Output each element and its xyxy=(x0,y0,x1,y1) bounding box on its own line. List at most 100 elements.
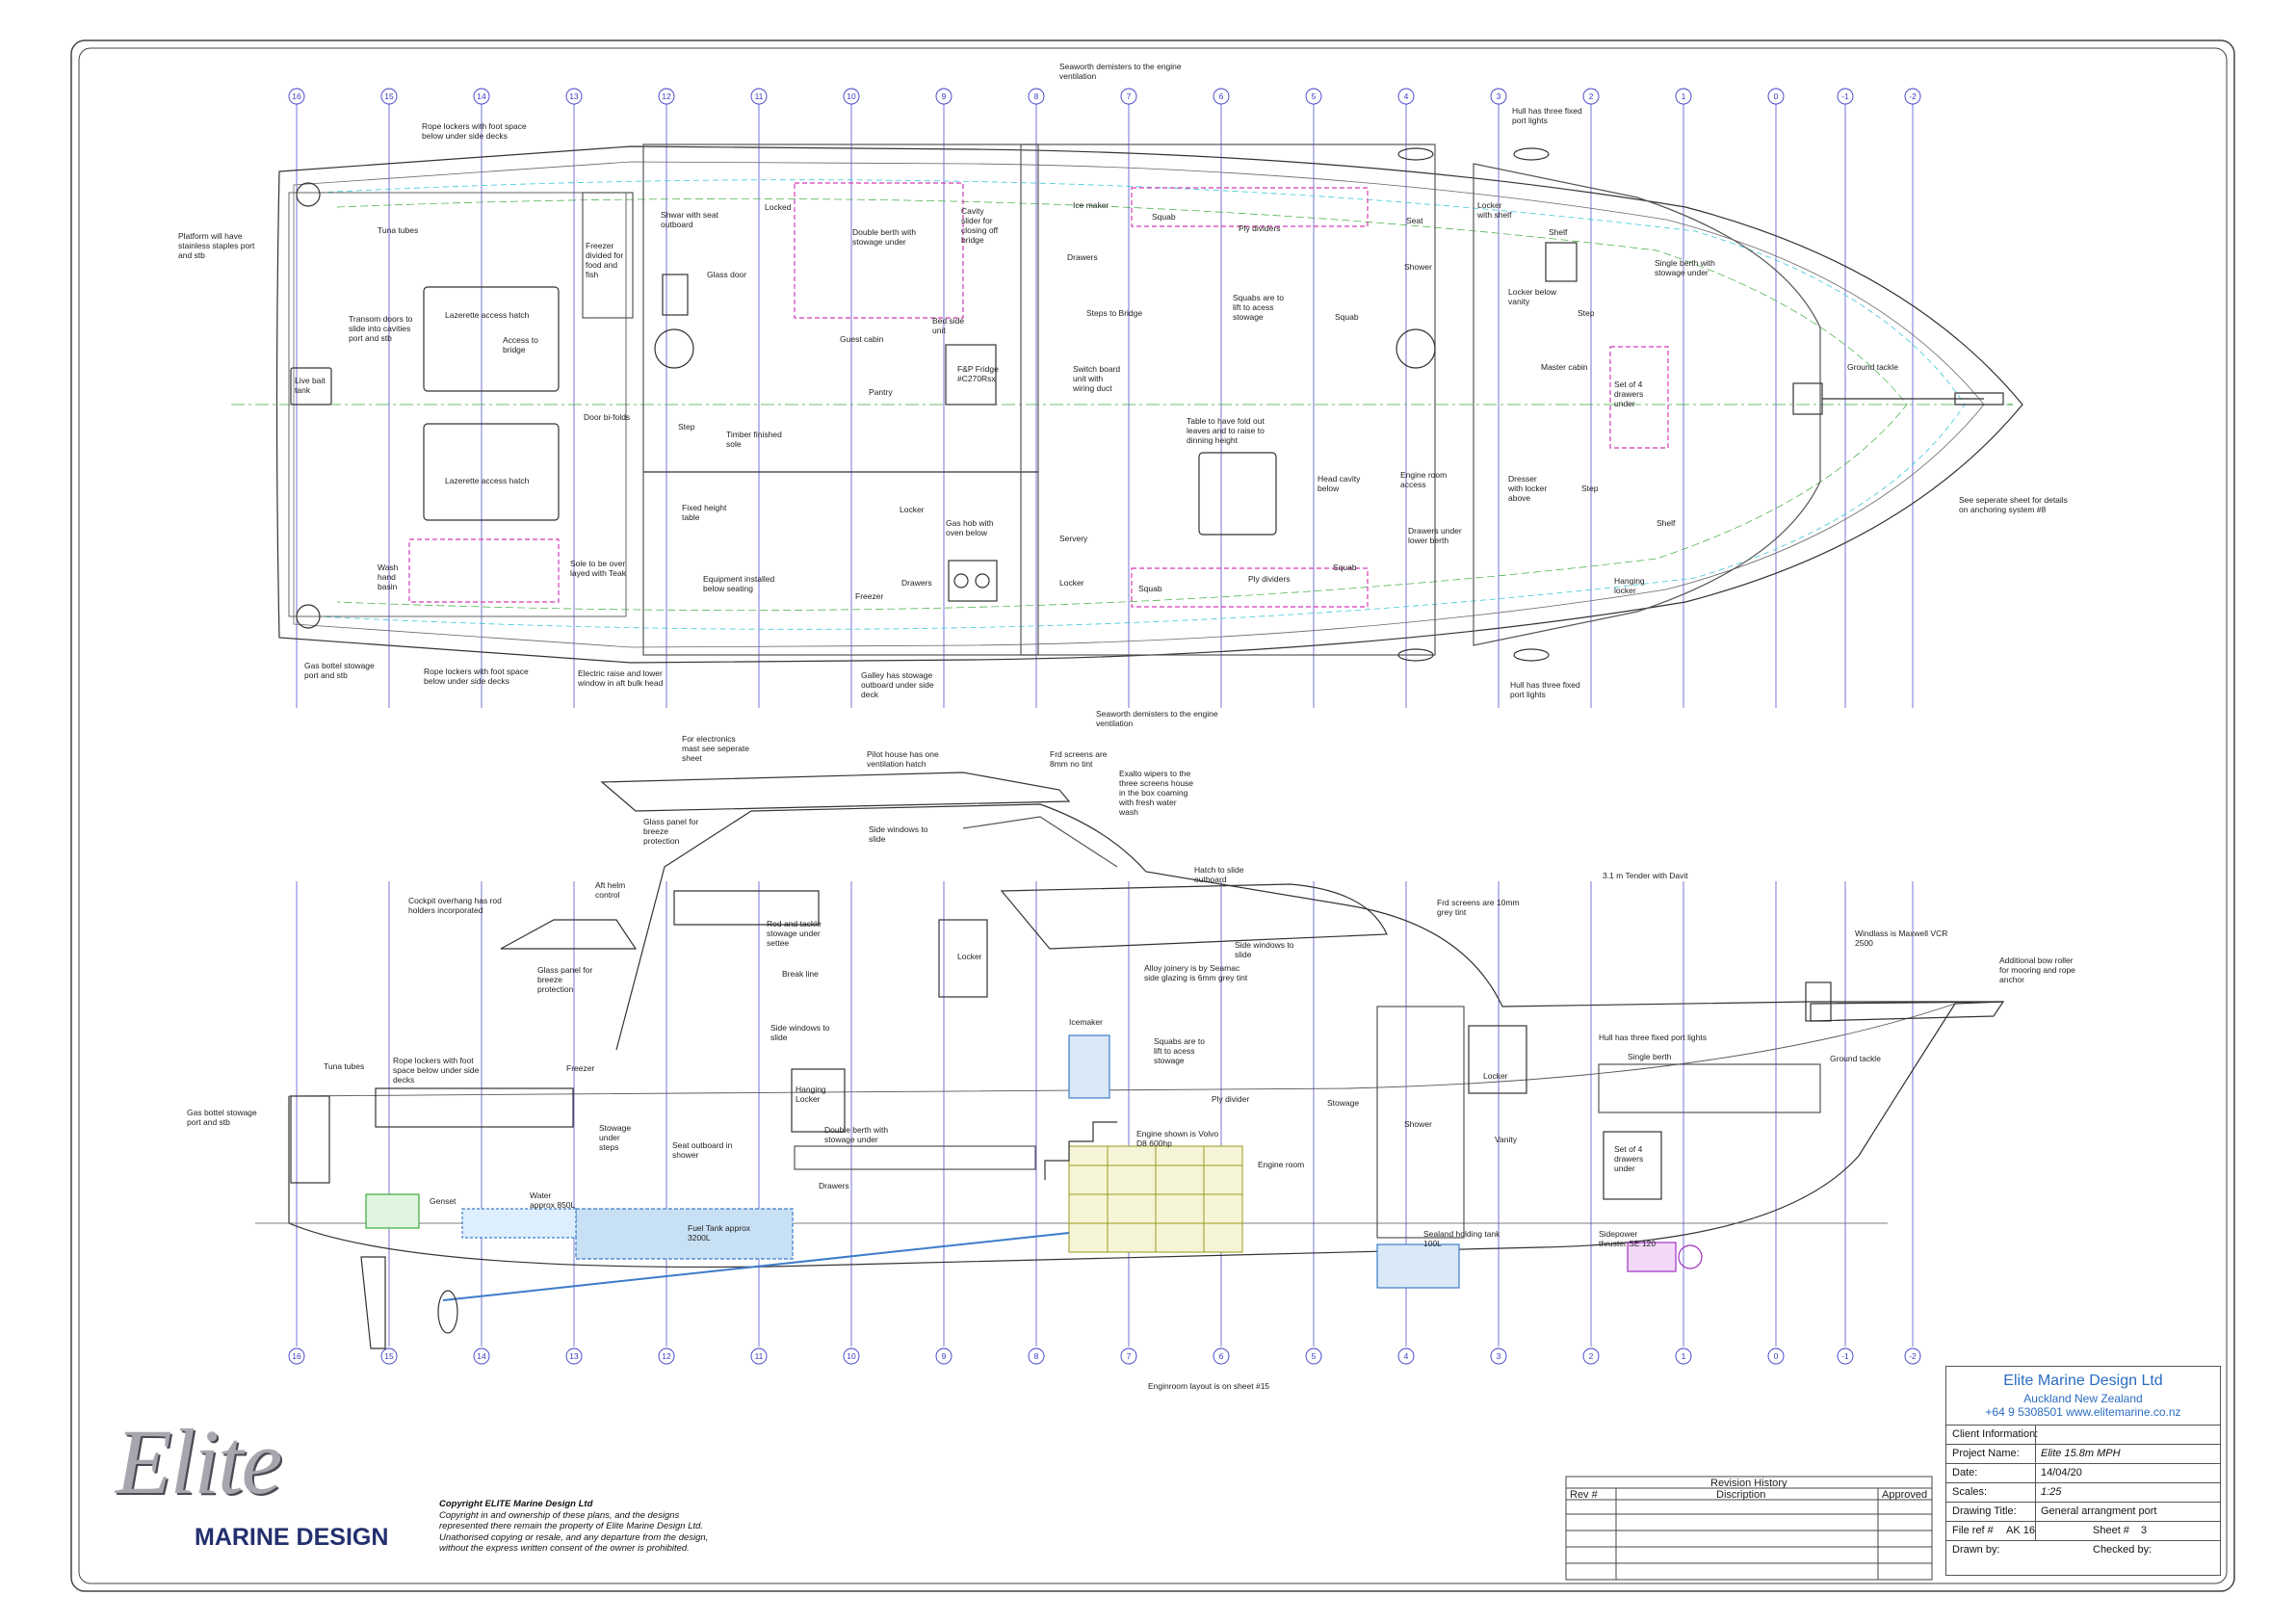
windscreen xyxy=(962,816,1118,868)
profile-label: Squabs are to xyxy=(1154,1036,1205,1046)
pilot-saloon xyxy=(1020,144,1436,656)
plan-label: vanity xyxy=(1508,297,1530,306)
drawn-row: Drawn by: Checked by: xyxy=(1946,1540,2220,1576)
revision-col-approved: Approved xyxy=(1882,1489,1927,1501)
plan-label: Live bait xyxy=(295,376,326,385)
plan-label: ventilation xyxy=(1096,719,1134,728)
station-top-bubble xyxy=(565,88,583,105)
station-top-number: 2 xyxy=(1589,92,1594,101)
plan-label: fish xyxy=(586,270,599,279)
engine-block xyxy=(1068,1145,1243,1253)
transom-box xyxy=(290,1095,330,1184)
copyright-line: Unathorised copying or resale, and any d… xyxy=(439,1531,709,1543)
station-top-bubble xyxy=(473,88,490,105)
station-top-number: 4 xyxy=(1404,92,1409,101)
station-lines: 1616151514141313121211111010998877665544… xyxy=(288,88,1921,1365)
plan-label: deck xyxy=(861,690,879,699)
plan-label: Drawers xyxy=(901,578,932,588)
station-bottom-bubble xyxy=(1397,1347,1415,1365)
port-light-4 xyxy=(1513,648,1550,662)
dinette-table xyxy=(1198,452,1277,536)
bow-roller-plan xyxy=(1822,392,2004,406)
project-value: Elite 15.8m MPH xyxy=(2041,1448,2121,1459)
project-label: Project Name: xyxy=(1952,1448,2020,1459)
flybridge-seating xyxy=(673,890,820,926)
gas-hob xyxy=(948,560,998,602)
station-top-bubble xyxy=(935,88,952,105)
profile-label: Fuel Tank approx xyxy=(688,1223,751,1233)
head-toilet-fwd xyxy=(1396,328,1436,369)
station-bottom-number: 16 xyxy=(292,1351,301,1361)
profile-label: Windlass is Maxwell VCR xyxy=(1855,929,1947,938)
station-bottom-number: 13 xyxy=(569,1351,579,1361)
station-bottom-number: 3 xyxy=(1497,1351,1501,1361)
profile-label: Enginroom layout is on sheet #15 xyxy=(1148,1381,1269,1391)
plan-label: Shelf xyxy=(1657,518,1676,528)
plan-label: lift to acess xyxy=(1233,302,1274,312)
profile-label: outboard xyxy=(1194,875,1227,884)
sink-aft xyxy=(662,274,689,316)
profile-label: in the box coaming xyxy=(1119,788,1188,798)
profile-label: Stowage xyxy=(599,1123,631,1133)
plan-label: #C270Rsx xyxy=(957,374,996,383)
plan-label: Guest cabin xyxy=(840,334,884,344)
station-bottom-bubble xyxy=(380,1347,398,1365)
station-top-bubble xyxy=(1213,88,1230,105)
plan-label: Ply dividers xyxy=(1239,223,1280,233)
station-bottom-number: 4 xyxy=(1404,1351,1409,1361)
station-bottom-number: 11 xyxy=(755,1351,764,1361)
station-bottom-bubble xyxy=(750,1347,768,1365)
sheet-value: 3 xyxy=(2141,1525,2148,1536)
profile-label: grey tint xyxy=(1437,907,1467,917)
logo-script: Elite xyxy=(116,1410,282,1513)
scales-label: Scales: xyxy=(1952,1486,1988,1498)
propeller-shaft xyxy=(442,1232,1070,1301)
station-bottom-number: 6 xyxy=(1219,1351,1224,1361)
profile-label: Seat outboard in xyxy=(672,1140,733,1150)
plan-label: Ground tackle xyxy=(1847,362,1898,372)
plan-label: Transom doors to xyxy=(349,314,413,324)
station-bottom-number: 14 xyxy=(477,1351,486,1361)
revision-table xyxy=(1565,1476,1933,1581)
plan-label: Bed side xyxy=(932,316,964,326)
profile-label: space below under side xyxy=(393,1065,480,1075)
profile-label: Glass panel for xyxy=(643,817,698,826)
plan-label: divided for xyxy=(586,250,623,260)
station-top-bubble xyxy=(380,88,398,105)
plan-label: stowage under xyxy=(852,237,906,247)
station-top-number: 9 xyxy=(942,92,947,101)
plan-label: below seating xyxy=(703,584,753,593)
profile-label: Locker xyxy=(796,1094,821,1104)
profile-label: 8mm no tint xyxy=(1050,759,1093,769)
station-bottom-bubble xyxy=(1305,1347,1322,1365)
plan-cockpit xyxy=(288,192,627,617)
station-top-number: -2 xyxy=(1909,92,1917,101)
revision-col-rev: Rev # xyxy=(1570,1489,1599,1501)
plan-label: Ply dividers xyxy=(1248,574,1290,584)
plan-label: Glass door xyxy=(707,270,746,279)
plan-label: F&P Fridge xyxy=(957,364,999,374)
station-top-number: 16 xyxy=(292,92,301,101)
plan-label: Locker below xyxy=(1508,287,1557,297)
scales-row: Scales: 1:25 xyxy=(1946,1482,2220,1503)
title-block-divider xyxy=(2035,1425,2036,1540)
station-top-number: 0 xyxy=(1774,92,1779,101)
station-bottom-number: 8 xyxy=(1034,1351,1039,1361)
lazerette-hatch-lower xyxy=(423,423,560,521)
station-bottom-number: 1 xyxy=(1682,1351,1686,1361)
date-row: Date: 14/04/20 xyxy=(1946,1463,2220,1483)
company-city: Auckland New Zealand xyxy=(2023,1392,2143,1405)
deck-sheer xyxy=(288,1003,1956,1097)
plan-label: outboard xyxy=(661,220,693,229)
profile-label: stowage under xyxy=(767,929,821,938)
plan-label: Locked xyxy=(765,202,792,212)
drawn-label: Drawn by: xyxy=(1952,1544,2000,1556)
copyright-notice: Copyright ELITE Marine Design Ltd Copyri… xyxy=(439,1499,718,1555)
title-block: Elite Marine Design Ltd Auckland New Zea… xyxy=(1945,1366,2221,1576)
set-of-drawers-profile xyxy=(1603,1131,1662,1200)
propeller xyxy=(437,1290,458,1334)
station-bottom-bubble xyxy=(1837,1347,1854,1365)
file-ref-row: File ref # AK 16 Sheet # 3 xyxy=(1946,1521,2220,1541)
plan-label: wiring duct xyxy=(1072,383,1112,393)
station-bottom-bubble xyxy=(473,1347,490,1365)
